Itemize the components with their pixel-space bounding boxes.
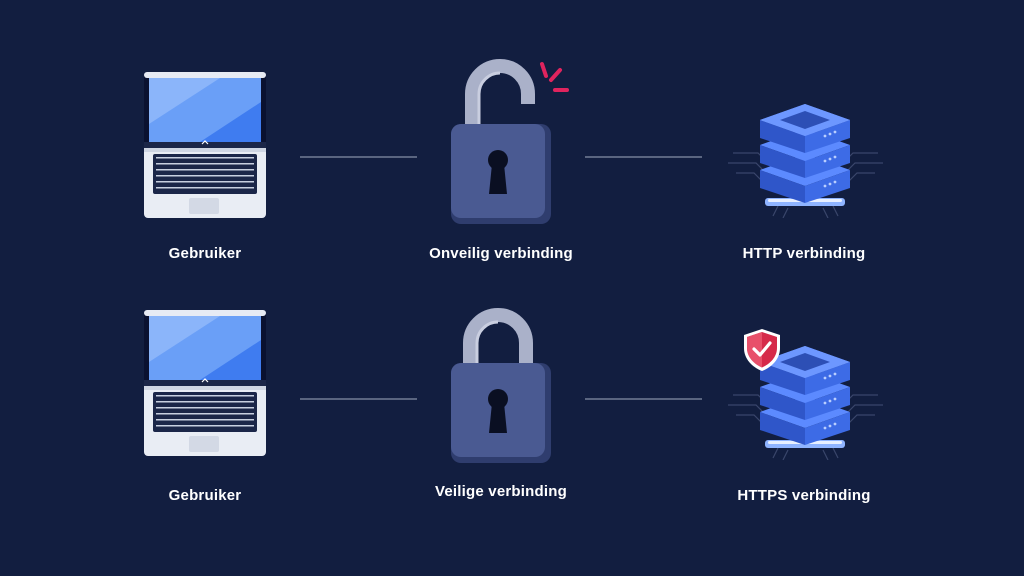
laptop-icon (144, 72, 266, 218)
laptop-icon (144, 310, 266, 456)
connector-line (585, 156, 702, 158)
closed-lock-icon (451, 308, 551, 463)
connector-line (300, 398, 417, 400)
server-stack-icon (728, 104, 883, 218)
open-lock-icon (451, 59, 569, 224)
server-stack-icon (728, 346, 883, 460)
lock-label: Veilige verbinding (435, 483, 567, 500)
user-label: Gebruiker (168, 487, 242, 504)
server-label: HTTPS verbinding (737, 487, 871, 504)
shield-check-icon (744, 329, 780, 371)
connector-line (585, 398, 702, 400)
user-label: Gebruiker (168, 245, 242, 262)
lock-label: Onveilig verbinding (429, 245, 573, 262)
server-label: HTTP verbinding (742, 245, 866, 262)
connector-line (300, 156, 417, 158)
